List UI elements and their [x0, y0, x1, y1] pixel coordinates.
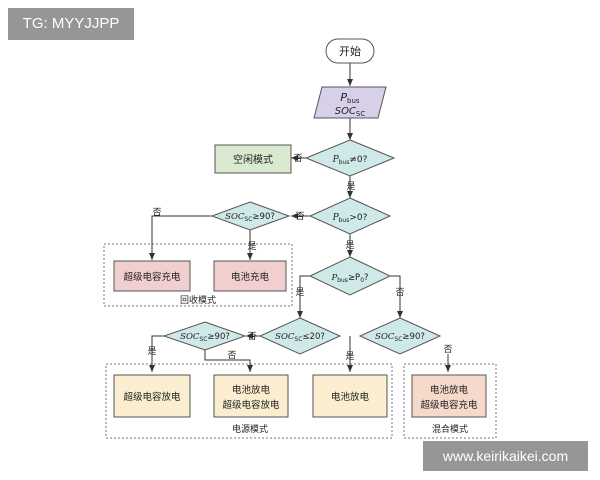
d2-label: Pbus>0? [332, 213, 368, 224]
d6-yes-label: 是 [345, 351, 354, 362]
edge-d5-both-discharge [204, 350, 253, 372]
d4-yes-label: 是 [247, 241, 256, 252]
decision-soc-le-20 [258, 317, 342, 355]
bat-charge-box [213, 260, 287, 292]
mixed-mode-box [411, 374, 487, 418]
power-group-label: 电源模式 [232, 423, 268, 435]
d4-no-label: 否 [152, 207, 161, 218]
sc-discharge-box [113, 374, 191, 418]
d7-no-label: 否 [443, 344, 452, 355]
edge-d4-sc-charge [149, 215, 212, 260]
decision-soc-ge-90-power [162, 321, 247, 351]
edge-d3-d6 [297, 275, 310, 318]
d6-no-label: 否 [247, 331, 256, 342]
decision-pbus-nonzero [304, 139, 396, 177]
d1-label: Pbus≠0? [332, 155, 368, 166]
d3-yes-label: 是 [295, 287, 304, 298]
sc-charge-label: 超级电容充电 [123, 271, 181, 283]
watermark-bottom-right: www.keirikaikei.com [423, 441, 588, 471]
input-parallelogram [313, 86, 387, 119]
d2-no-label: 否 [295, 211, 304, 222]
decision-pbus-ge-p0 [308, 256, 392, 296]
d5-yes-label: 是 [147, 346, 156, 357]
sc-charge-box [113, 260, 191, 292]
start-label: 开始 [339, 44, 361, 58]
bat-charge-label: 电池充电 [231, 271, 270, 283]
d1-yes-label: 是 [346, 181, 355, 192]
edge-d3-d7 [390, 275, 403, 318]
d5-label: SOCSC≥90? [180, 332, 230, 343]
decision-soc-ge-90-mixed [358, 317, 442, 355]
mixed-label-1: 电池放电 [430, 384, 469, 396]
both-discharge-box [213, 374, 289, 418]
mixed-label-2: 超级电容充电 [420, 399, 478, 411]
d5-no-label: 否 [227, 350, 236, 361]
both-discharge-label-2: 超级电容放电 [222, 399, 280, 411]
d3-no-label: 否 [395, 287, 404, 298]
d7-label: SOCSC≥90? [375, 332, 425, 343]
decision-pbus-positive [308, 197, 392, 235]
both-discharge-label-1: 电池放电 [232, 384, 271, 396]
idle-mode-label: 空闲模式 [233, 153, 273, 166]
mixed-group-label: 混合模式 [432, 423, 468, 435]
d2-yes-label: 是 [345, 240, 354, 251]
recovery-group-label: 回收模式 [180, 294, 216, 306]
start-terminal [325, 38, 375, 64]
edge-d5-sc-discharge [149, 335, 164, 372]
sc-discharge-label: 超级电容放电 [123, 391, 181, 403]
d3-label: Pbus≥P0? [330, 273, 368, 284]
decision-soc-ge-90-recovery [210, 201, 291, 231]
d6-label: SOCSC≤20? [275, 332, 325, 343]
idle-mode-box [214, 144, 292, 174]
mixed-group-border [403, 363, 497, 439]
bat-discharge-label: 电池放电 [331, 391, 370, 403]
d4-label: SOCSC≥90? [225, 212, 275, 223]
watermark-top-left: TG: MYYJJPP [8, 8, 134, 40]
input-p-label: Pbus [340, 91, 360, 105]
recovery-group-border [103, 243, 293, 307]
input-soc-label: SOCSC [335, 106, 366, 118]
d1-no-label: 否 [293, 153, 302, 164]
bat-discharge-box [312, 374, 388, 418]
